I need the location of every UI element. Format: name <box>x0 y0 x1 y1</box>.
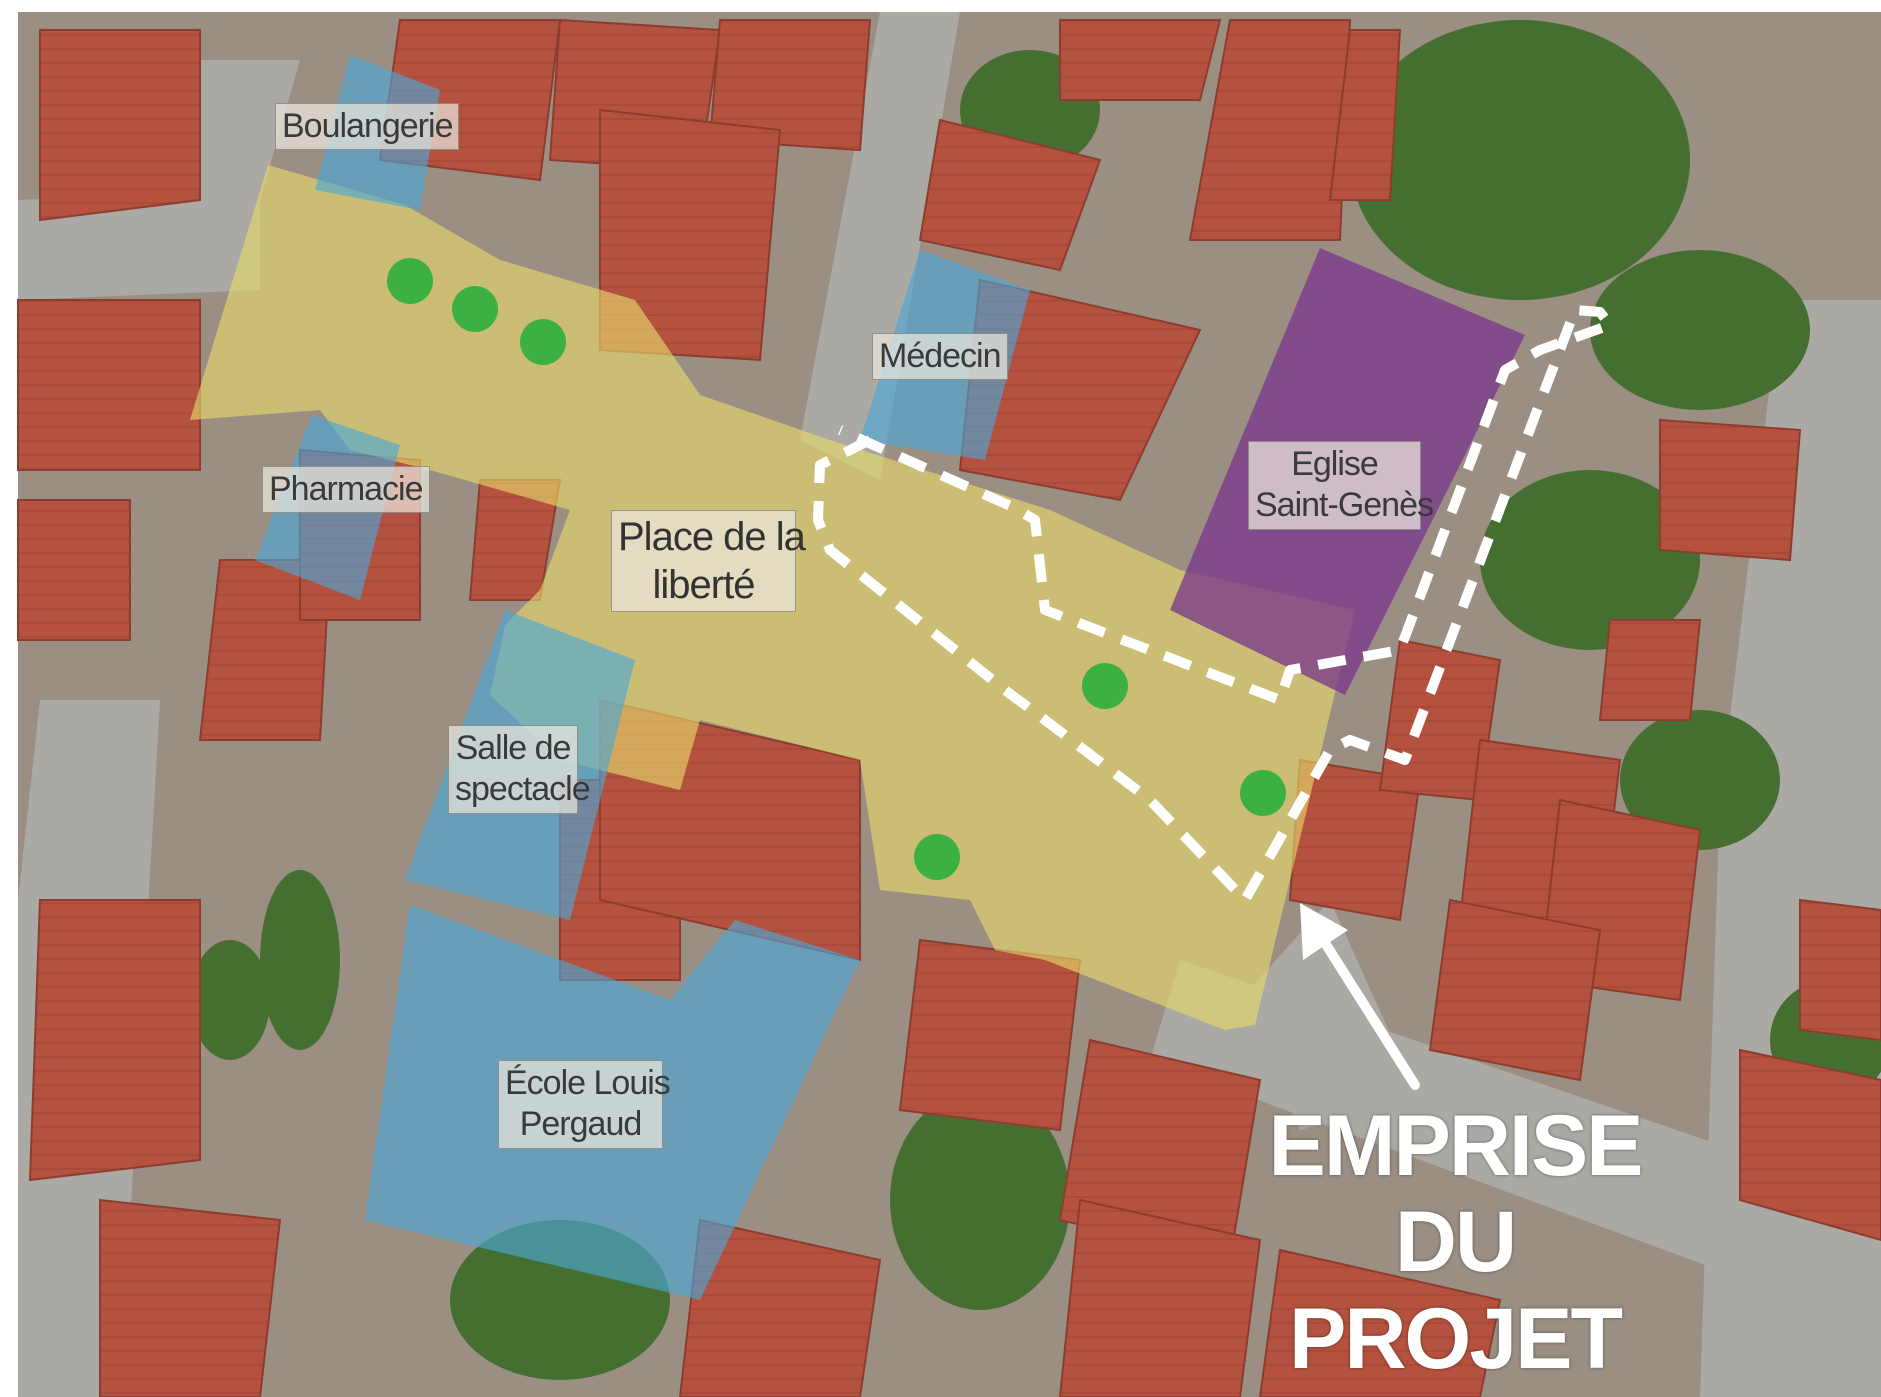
label-salle-line1: Salle de <box>455 729 572 767</box>
label-ecole: École Louis Pergaud <box>498 1060 671 1149</box>
tree-marker <box>387 258 433 304</box>
label-place-line2: liberté <box>652 563 756 607</box>
label-medecin-text: Médecin <box>879 337 1002 375</box>
project-boundary <box>813 305 1615 905</box>
label-pharmacie-text: Pharmacie <box>269 470 424 508</box>
label-salle-line2: spectacle <box>455 770 591 809</box>
tree-markers <box>387 258 1286 880</box>
building-roofs <box>17 18 1881 1397</box>
label-eglise: Eglise Saint-Genès <box>1248 441 1434 530</box>
project-label-line2: PROJET <box>1288 1290 1623 1387</box>
project-extent-label: EMPRISE DU PROJET <box>1235 1098 1675 1387</box>
project-label-line1: EMPRISE DU <box>1268 1098 1643 1291</box>
label-ecole-line2: Pergaud <box>519 1105 643 1144</box>
label-ecole-line1: École Louis <box>505 1064 671 1102</box>
label-boulangerie: Boulangerie <box>275 103 460 151</box>
tree-marker <box>1240 770 1286 816</box>
tree-marker <box>520 319 566 365</box>
label-eglise-line2: Saint-Genès <box>1255 486 1434 525</box>
label-pharmacie: Pharmacie <box>262 466 430 514</box>
label-boulangerie-text: Boulangerie <box>282 107 453 145</box>
label-place: Place de la liberté <box>611 510 806 612</box>
project-arrow <box>1300 903 1420 1090</box>
label-salle: Salle de spectacle <box>448 725 591 814</box>
tree-marker <box>452 286 498 332</box>
label-place-line1: Place de la <box>618 515 806 559</box>
label-eglise-line1: Eglise <box>1291 445 1379 483</box>
tree-marker <box>914 834 960 880</box>
tree-marker <box>1082 663 1128 709</box>
label-medecin: Médecin <box>872 333 1008 381</box>
